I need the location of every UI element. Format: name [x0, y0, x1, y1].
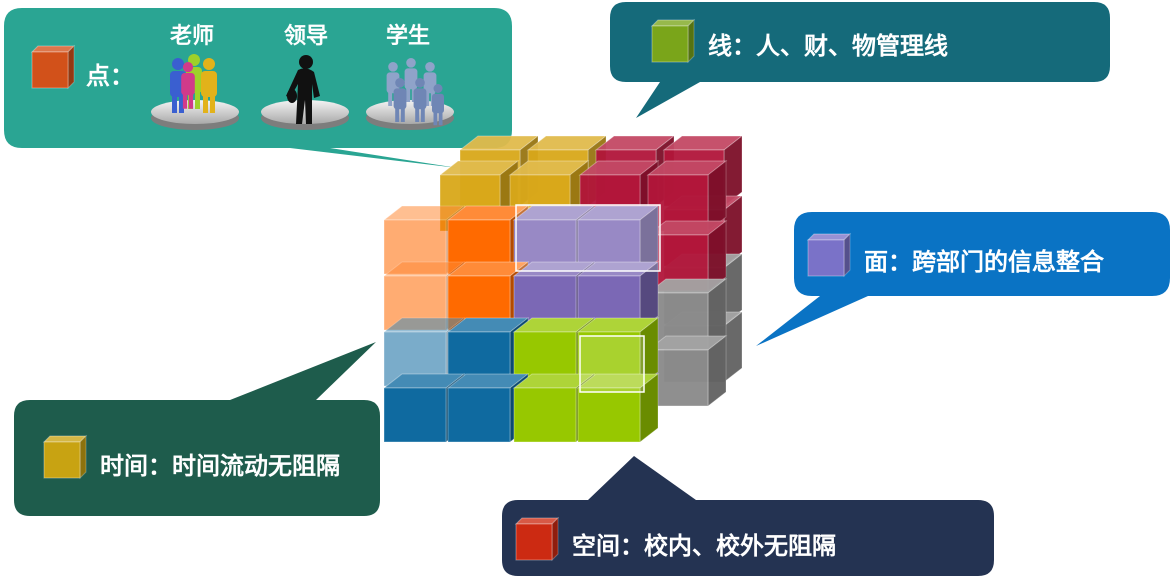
highlight-box-green: [579, 335, 645, 393]
time-swatch-icon-top: [42, 435, 88, 443]
plane-swatch-icon-top: [806, 233, 852, 241]
line-label: 线：人、财、物管理线: [708, 32, 948, 60]
people-icons: [151, 54, 454, 130]
front-cube-r3-c0-front: [383, 387, 447, 443]
front-cube-r3-c0: [382, 372, 466, 444]
space-callout: [502, 456, 994, 576]
line-callout-bg: [610, 2, 1110, 118]
teacher-figure-pink-icon: [181, 62, 195, 109]
student-figure-5-icon: [413, 78, 427, 122]
point-swatch-icon: [30, 44, 76, 90]
line-swatch-icon: [650, 18, 696, 64]
plane-swatch-icon-front: [807, 239, 845, 277]
time-swatch-icon-side: [79, 434, 87, 480]
time-swatch-icon-front: [43, 441, 81, 479]
space-label: 空间：校内、校外无阻隔: [572, 532, 836, 560]
plane-label: 面：跨部门的信息整合: [864, 248, 1104, 276]
time-swatch-icon: [42, 434, 88, 480]
leader-disc-icon: [261, 100, 349, 124]
front-cube-r3-c3-front: [577, 387, 641, 443]
plane-callout-bg: [756, 212, 1170, 346]
teacher-figure-yellow-icon: [201, 58, 217, 113]
point-swatch-icon-side: [67, 44, 75, 90]
highlight-box-purple: [515, 204, 661, 272]
plane-swatch-icon-side: [843, 232, 851, 278]
space-swatch-icon-top: [514, 517, 560, 525]
line-swatch-icon-top: [650, 19, 696, 27]
front-cube-r3-c2-front: [513, 387, 577, 443]
back-cube-13: [646, 334, 728, 408]
point-swatch-icon-front: [31, 51, 69, 89]
leader-silhouette-icon: [286, 55, 320, 124]
time-callout-bg: [14, 342, 380, 516]
front-cube-r3-c1-front: [447, 387, 511, 443]
plane-swatch-icon: [806, 232, 852, 278]
student-label: 学生: [386, 24, 431, 49]
space-swatch-icon-front: [515, 523, 553, 561]
cube-structure: [382, 134, 744, 444]
time-callout: [14, 342, 380, 516]
line-swatch-icon-side: [687, 18, 695, 64]
point-swatch-icon-top: [30, 45, 76, 53]
time-label: 时间：时间流动无阻隔: [100, 452, 340, 480]
line-swatch-icon-front: [651, 25, 689, 63]
front-cube-r0-c0-front: [383, 219, 447, 275]
point-callout-bg: [4, 8, 512, 168]
space-swatch-icon-side: [551, 516, 559, 562]
space-callout-bg: [502, 456, 994, 576]
teacher-label: 老师: [170, 24, 215, 49]
student-figure-6-icon: [432, 84, 444, 126]
space-swatch-icon: [514, 516, 560, 562]
legend-swatches: [30, 18, 852, 562]
leader-label: 领导: [284, 24, 329, 49]
line-callout: [610, 2, 1110, 118]
point-callout: [4, 8, 512, 168]
plane-callout: [756, 212, 1170, 346]
student-figure-4-icon: [393, 78, 407, 122]
point-label: 点：: [86, 62, 134, 90]
